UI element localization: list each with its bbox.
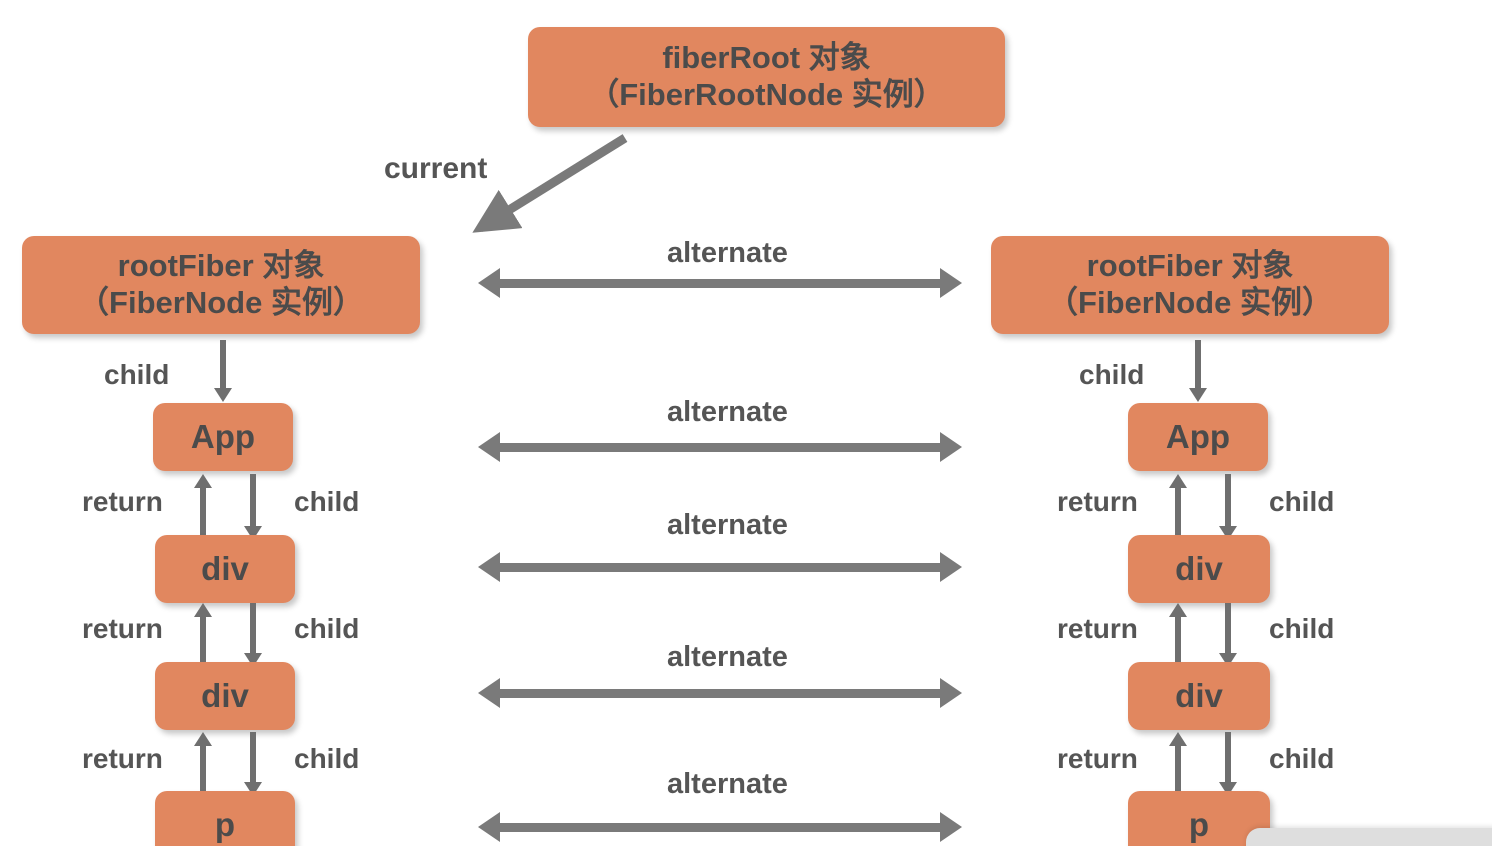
node-right-div-1-label: div — [1175, 549, 1223, 587]
current-arrow — [472, 134, 628, 233]
label-right-return-1: return — [1057, 613, 1138, 644]
label-left-child-0: child — [104, 359, 170, 390]
node-right-root-fiber-line2: （FiberNode 实例） — [1047, 285, 1333, 320]
node-right-div-2-label: div — [1175, 676, 1223, 714]
arrow-alternate-3 — [478, 678, 962, 708]
node-left-root-fiber-line1: rootFiber 对象 — [117, 248, 325, 284]
label-alternate-0: alternate — [667, 237, 788, 269]
node-left-div-1-label: div — [201, 549, 249, 587]
label-right-child-0: child — [1079, 359, 1145, 390]
node-left-div-1: div — [155, 535, 295, 603]
node-right-p-label: p — [1188, 805, 1210, 843]
node-right-root-fiber-line1: rootFiber 对象 — [1086, 248, 1294, 284]
node-right-div-1: div — [1128, 535, 1270, 603]
node-left-root-fiber: rootFiber 对象 （FiberNode 实例） — [22, 236, 420, 334]
bottom-right-panel — [1246, 828, 1492, 846]
label-alternate-2: alternate — [667, 509, 788, 541]
node-left-div-2: div — [155, 662, 295, 730]
label-left-return-0: return — [82, 486, 163, 517]
node-right-div-2: div — [1128, 662, 1270, 730]
node-left-app: App — [153, 403, 293, 471]
label-right-child-3: child — [1269, 743, 1335, 774]
node-left-app-label: App — [190, 417, 256, 455]
node-right-app-label: App — [1165, 417, 1231, 455]
node-fiber-root-line2: （FiberRootNode 实例） — [588, 77, 945, 112]
label-right-return-0: return — [1057, 486, 1138, 517]
label-left-child-2: child — [294, 613, 360, 644]
node-right-app: App — [1128, 403, 1268, 471]
node-left-p: p — [155, 791, 295, 846]
arrow-alternate-1 — [478, 432, 962, 462]
label-alternate-4: alternate — [667, 768, 788, 800]
arrow-alternate-0 — [478, 268, 962, 298]
node-fiber-root-line1: fiberRoot 对象 — [662, 40, 871, 76]
label-left-return-1: return — [82, 613, 163, 644]
node-right-root-fiber: rootFiber 对象 （FiberNode 实例） — [991, 236, 1389, 334]
label-alternate-3: alternate — [667, 641, 788, 673]
label-alternate-1: alternate — [667, 396, 788, 428]
label-current: current — [384, 152, 488, 185]
label-left-child-3: child — [294, 743, 360, 774]
node-left-p-label: p — [214, 805, 236, 843]
label-right-child-2: child — [1269, 613, 1335, 644]
arrow-alternate-4 — [478, 812, 962, 842]
label-left-return-2: return — [82, 743, 163, 774]
node-fiber-root: fiberRoot 对象 （FiberRootNode 实例） — [528, 27, 1005, 127]
label-left-child-1: child — [294, 486, 360, 517]
node-left-root-fiber-line2: （FiberNode 实例） — [78, 285, 364, 320]
node-left-div-2-label: div — [201, 676, 249, 714]
label-right-child-1: child — [1269, 486, 1335, 517]
label-right-return-2: return — [1057, 743, 1138, 774]
arrow-alternate-2 — [478, 552, 962, 582]
